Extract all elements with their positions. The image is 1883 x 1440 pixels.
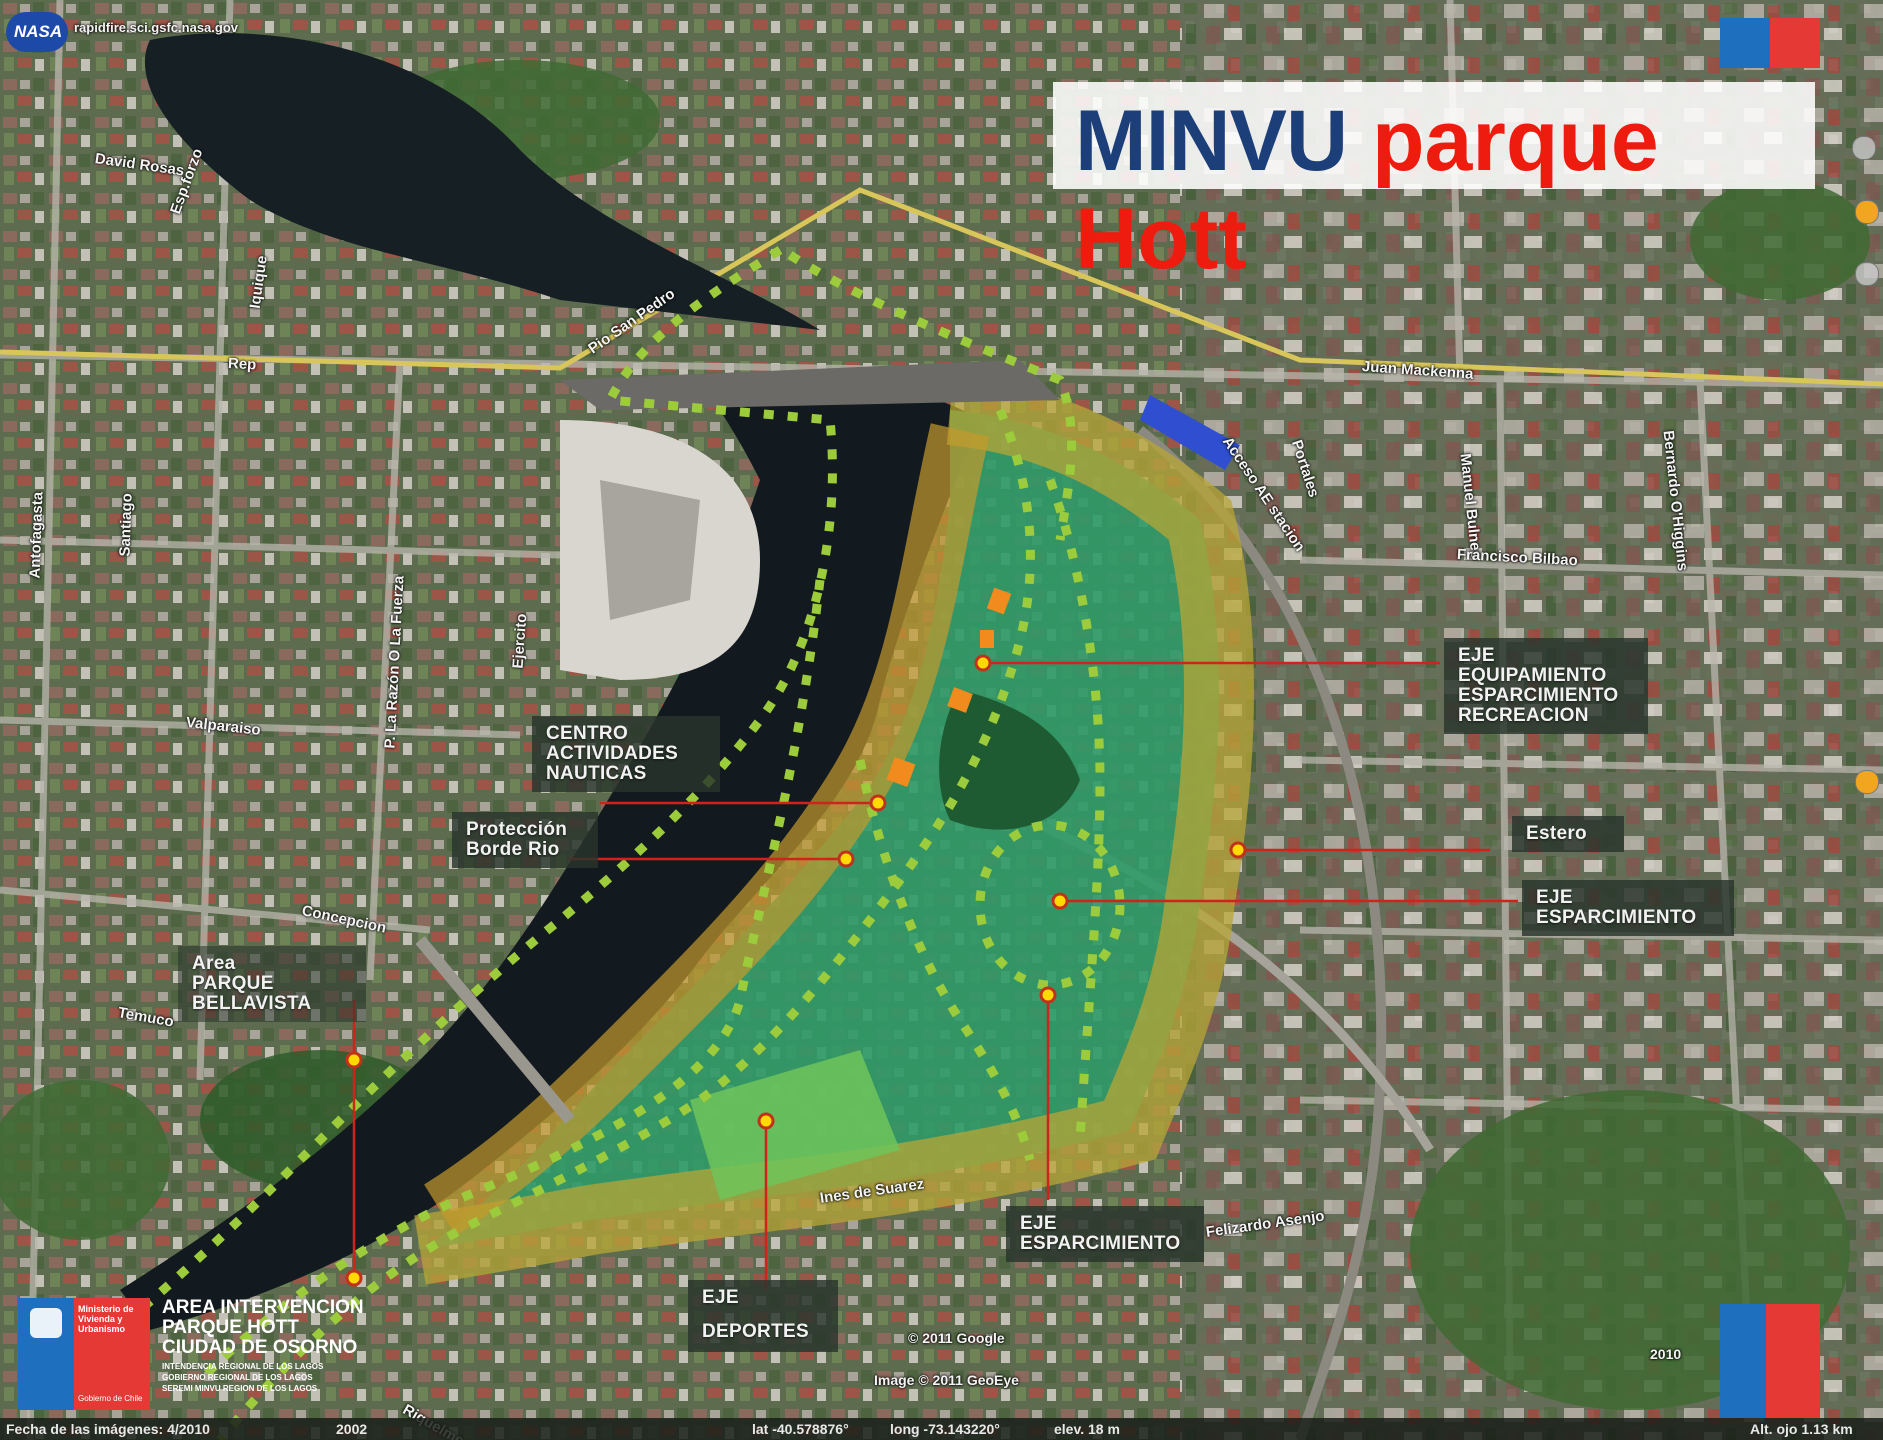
area-sub-line: GOBIERNO REGIONAL DE LOS LAGOS: [162, 1373, 313, 1382]
label-estero[interactable]: Estero: [1512, 816, 1624, 852]
label-line: RECREACION: [1458, 705, 1589, 726]
logo-caption: Ministerio de Vivienda y Urbanismo: [78, 1304, 134, 1334]
title-parque: parque: [1372, 93, 1659, 189]
minvu-logo-block: Ministerio de Vivienda y Urbanismo Gobie…: [18, 1298, 150, 1410]
longitude-readout: long -73.143220°: [890, 1421, 1000, 1437]
area-sub-line: SEREMI MINVU REGION DE LOS LAGOS: [162, 1384, 318, 1393]
area-title-line: PARQUE HOTT: [162, 1317, 299, 1338]
label-eje-esparcimiento-bottom[interactable]: EJE ESPARCIMIENTO: [1006, 1206, 1204, 1262]
latitude-readout: lat -40.578876°: [752, 1421, 849, 1437]
forest-core: [939, 690, 1080, 830]
sports-field: [690, 1050, 900, 1200]
label-line: EJE: [1458, 645, 1495, 666]
tree-fringe: [414, 375, 1254, 1285]
copyright-google: © 2011 Google: [908, 1330, 1005, 1346]
label-line: CENTRO: [546, 723, 629, 744]
title-hott: Hott: [1075, 191, 1247, 287]
label-line: Borde Rio: [466, 839, 560, 860]
navigation-compass-icon[interactable]: [1852, 136, 1876, 160]
street-antofagasta: Antofagasta: [26, 491, 47, 579]
copyright-year: 2010: [1650, 1346, 1682, 1362]
railway: [1136, 426, 1387, 1440]
area-intervencion-text: AREA INTERVENCION PARQUE HOTT CIUDAD DE …: [162, 1298, 402, 1408]
orange-features: [886, 587, 1012, 788]
street-rep: Rep: [227, 355, 257, 374]
map-markers[interactable]: [345, 654, 1247, 1287]
nasa-logo-text: NASA: [14, 22, 63, 41]
label-line: NAUTICAS: [546, 763, 647, 784]
bridge: [560, 360, 1060, 410]
label-eje-deportes[interactable]: EJE DEPORTES: [688, 1280, 838, 1352]
label-line: ESPARCIMIENTO: [1020, 1233, 1181, 1254]
eye-altitude-readout: Alt. ojo 1.13 km: [1750, 1421, 1853, 1437]
river-main: [120, 372, 980, 1330]
imagery-date: Fecha de las imágenes: 4/2010: [6, 1421, 210, 1437]
label-line: EJE: [1536, 887, 1573, 908]
label-line: DEPORTES: [702, 1321, 809, 1342]
flag-top-right: [1720, 18, 1820, 68]
coat-of-arms-icon: [30, 1308, 62, 1338]
label-line: ESPARCIMIENTO: [1458, 685, 1619, 706]
imagery-year: 2002: [336, 1421, 368, 1437]
park-green-area: [420, 410, 1219, 1250]
source-url: rapidfire.sci.gsfc.nasa.gov: [74, 20, 239, 35]
label-line: Estero: [1526, 823, 1587, 844]
label-line: Protección: [466, 819, 568, 840]
label-proteccion-borde-rio[interactable]: Protección Borde Rio: [452, 812, 598, 868]
logo-red-panel: [74, 1298, 150, 1410]
area-title-line: AREA INTERVENCION: [162, 1297, 364, 1318]
street-santiago: Santiago: [116, 492, 136, 557]
blue-roof: [1140, 395, 1240, 470]
label-line: BELLAVISTA: [192, 993, 312, 1014]
title-panel: [1053, 82, 1815, 189]
elevation-readout: elev. 18 m: [1054, 1421, 1120, 1437]
label-line: EQUIPAMIENTO: [1458, 665, 1607, 686]
label-line: ACTIVIDADES: [546, 743, 679, 764]
main-road: [0, 187, 1883, 387]
label-line: PARQUE: [192, 973, 274, 994]
label-line: Area: [192, 953, 236, 974]
copyright-geoeye: Image © 2011 GeoEye: [874, 1372, 1019, 1388]
label-area-parque-bellavista[interactable]: Area PARQUE BELLAVISTA: [178, 946, 366, 1022]
label-centro-actividades-nauticas[interactable]: CENTRO ACTIVIDADES NAUTICAS: [532, 716, 720, 792]
area-title-line: CIUDAD DE OSORNO: [162, 1337, 358, 1358]
nasa-logo: NASA: [6, 12, 68, 52]
title-minvu: MINVU: [1075, 93, 1348, 189]
label-line: ESPARCIMIENTO: [1536, 907, 1697, 928]
gob-caption: Gobierno de Chile: [78, 1394, 143, 1403]
label-line: EJE: [1020, 1213, 1057, 1234]
label-eje-equipamiento[interactable]: EJE EQUIPAMIENTO ESPARCIMIENTO RECREACIO…: [1444, 638, 1648, 734]
flag-bottom-right: [1720, 1304, 1820, 1418]
nautical-center-building: [560, 420, 760, 680]
callout-lines: [352, 661, 1518, 1290]
label-line: EJE: [702, 1287, 739, 1308]
river-upper: [144, 33, 820, 331]
bridge-south: [415, 936, 575, 1124]
vegetation: [0, 60, 1870, 1410]
dotted-paths: [77, 246, 1125, 1440]
pegman-icon-2[interactable]: [1855, 770, 1879, 794]
tree-fringe-riverside: [424, 423, 990, 1236]
zoom-in-icon[interactable]: [1855, 262, 1879, 286]
status-bar: Fecha de las imágenes: 4/2010 2002 lat -…: [0, 1418, 1883, 1440]
pegman-icon[interactable]: [1855, 200, 1879, 224]
area-sub-line: INTENDENCIA REGIONAL DE LOS LAGOS: [162, 1362, 324, 1371]
label-eje-esparcimiento-right[interactable]: EJE ESPARCIMIENTO: [1522, 880, 1734, 936]
